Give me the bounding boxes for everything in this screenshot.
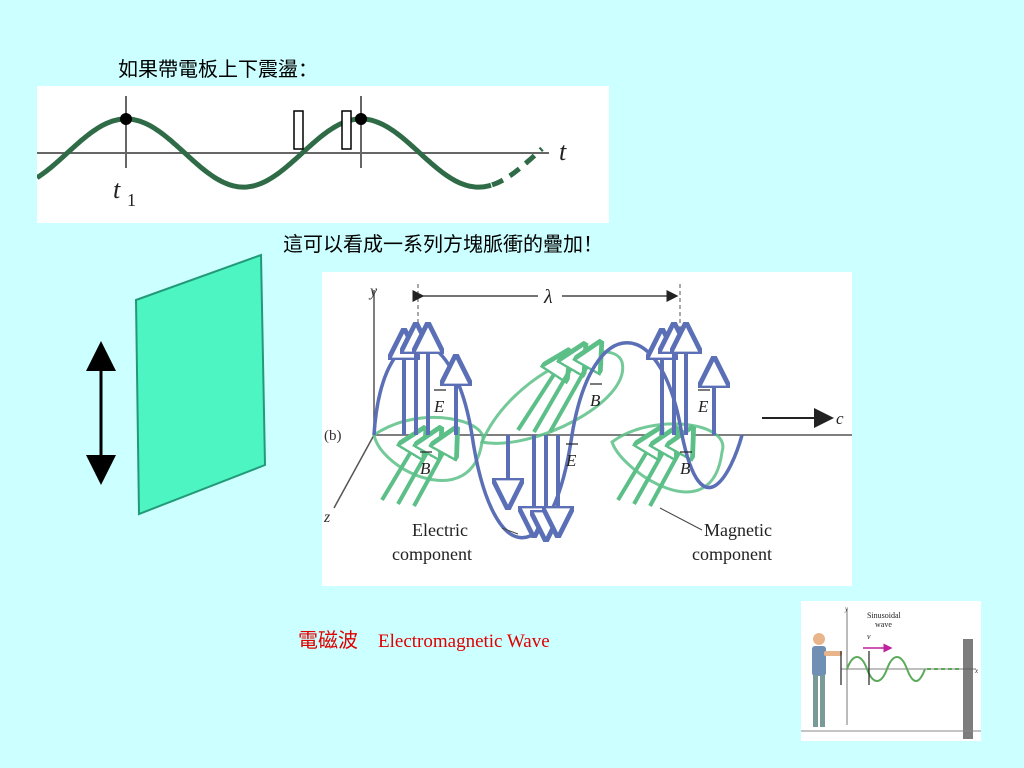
charged-plate	[134, 253, 267, 516]
person-torso	[812, 646, 826, 676]
inset-background	[801, 601, 981, 741]
e-label: E	[565, 451, 577, 470]
inset-velocity-label: v	[867, 632, 871, 641]
propagation-label: c	[836, 409, 844, 428]
b-vector	[396, 440, 434, 505]
b-vector	[380, 440, 418, 502]
t1-label: t	[113, 175, 121, 204]
electric-label-leader	[501, 527, 519, 535]
inset-person	[812, 633, 842, 727]
time-axis-label: t	[559, 137, 567, 166]
oscillation-wave-continuation	[491, 146, 544, 188]
inset-x-label: x	[974, 667, 979, 675]
b-vector	[616, 440, 654, 502]
b-label: B	[420, 459, 431, 478]
electric-label-line2: component	[392, 544, 472, 564]
sinusoidal-wave-inset: y x Sinusoidal wave v	[801, 601, 981, 741]
inset-title-line2: wave	[875, 620, 892, 629]
heading-top: 如果帶電板上下震盪：	[118, 57, 318, 81]
caption-en: Electromagnetic Wave	[378, 631, 550, 652]
b-label: B	[680, 459, 691, 478]
placeholder-glyph-box	[341, 110, 352, 150]
magnetic-label-line1: Magnetic	[704, 520, 772, 540]
wavelength-label: λ	[543, 286, 553, 308]
caption: 電磁波 Electromagnetic Wave	[298, 628, 550, 654]
person-leg	[813, 675, 818, 727]
b-label: B	[590, 391, 601, 410]
person-arm	[824, 651, 842, 656]
b-vector	[516, 362, 562, 432]
heading-middle: 這可以看成一系列方塊脈衝的疊加！	[283, 232, 603, 256]
inset-wall	[963, 639, 973, 739]
e-label: E	[697, 397, 709, 416]
caption-zh: 電磁波	[298, 628, 358, 652]
em-wave-background	[322, 272, 852, 586]
z-axis	[333, 434, 375, 509]
b-vector	[648, 440, 686, 507]
oscillation-plot-background	[37, 86, 609, 223]
charged-plate-diagram	[86, 253, 267, 516]
inset-wave	[846, 656, 926, 682]
e-label: E	[433, 397, 445, 416]
second-point	[355, 113, 367, 125]
oscillation-plot: t t 1	[37, 86, 609, 223]
b-vector	[412, 440, 450, 507]
electric-label-line1: Electric	[412, 520, 468, 540]
z-axis-label: z	[323, 509, 331, 526]
y-axis-label: y	[368, 283, 378, 300]
b-vector	[532, 356, 578, 434]
panel-label: (b)	[324, 428, 342, 444]
t1-subscript: 1	[127, 190, 136, 210]
inset-y-label: y	[844, 605, 849, 613]
placeholder-glyph-box	[293, 110, 304, 150]
person-head	[813, 633, 825, 645]
magnetic-label-leader	[659, 507, 703, 531]
em-wave-figure: y z (b) λ c E	[322, 272, 852, 586]
inset-title-line1: Sinusoidal	[867, 611, 902, 620]
magnetic-label-line2: component	[692, 544, 772, 564]
oscillation-wave	[37, 116, 492, 190]
b-vector	[632, 440, 670, 505]
magnetic-lobe-2	[479, 350, 625, 445]
t1-point	[120, 113, 132, 125]
person-leg	[820, 675, 825, 727]
b-vector	[548, 354, 594, 433]
